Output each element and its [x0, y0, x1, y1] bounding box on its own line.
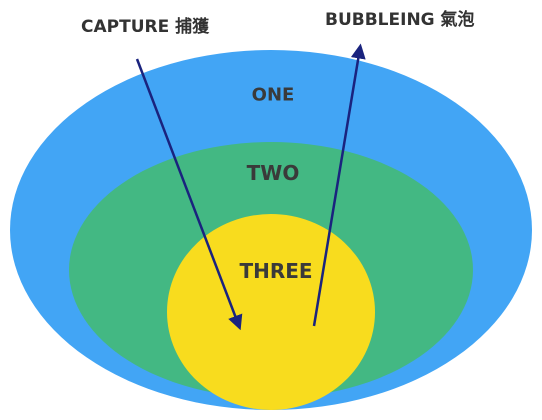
capture-label: CAPTURE 捕獲	[81, 16, 210, 37]
layer-one-label: ONE	[252, 85, 295, 106]
layer-three-label: THREE	[239, 259, 312, 283]
capture-arrow	[135, 58, 243, 331]
layer-two-label: TWO	[247, 161, 300, 185]
bubbling-label: BUBBLEING 氣泡	[325, 9, 475, 30]
bubbling-arrow	[312, 43, 366, 327]
layer-three-ellipse	[167, 214, 375, 410]
